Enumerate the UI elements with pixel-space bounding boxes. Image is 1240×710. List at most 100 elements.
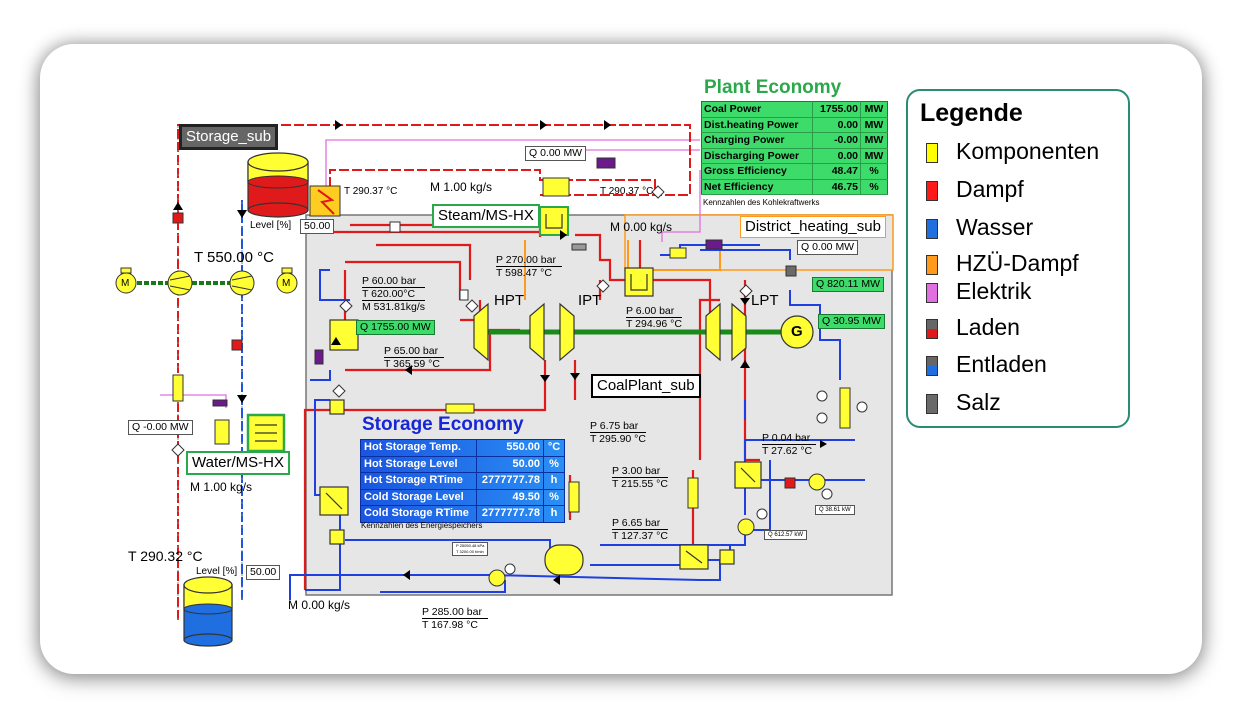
electric-heater xyxy=(309,185,341,217)
ipt-label: IPT xyxy=(578,292,602,309)
cold-temp-label: T 290.32 °C xyxy=(128,548,203,564)
generator-label: G xyxy=(791,323,803,340)
boiler-pressure: P 60.00 bar xyxy=(362,275,426,288)
boiler-state: P 60.00 bar T 620.00°C M 531.81kg/s xyxy=(362,275,426,313)
lpt-label: LPT xyxy=(751,292,779,309)
pre2-temp: T 127.37 °C xyxy=(612,530,668,542)
row-unit: % xyxy=(860,179,888,195)
legend-label: Wasser xyxy=(956,214,1034,240)
legend-title: Legende xyxy=(920,99,1023,127)
hot-temp-label: T 550.00 °C xyxy=(194,249,274,266)
row-value: 550.00 xyxy=(475,439,545,457)
row-unit: MW xyxy=(860,101,888,118)
ipt-temp: T 294.96 °C xyxy=(626,318,682,330)
water-ms-hx-label[interactable]: Water/MS-HX xyxy=(186,451,290,475)
legend-swatch xyxy=(926,319,938,339)
boiler-mass: M 531.81kg/s xyxy=(362,301,426,313)
row-unit: % xyxy=(543,488,565,506)
row-value: 1755.00 xyxy=(812,101,861,118)
hp-temp: T 598.47 °C xyxy=(496,267,552,279)
heat-exchangers xyxy=(246,206,762,576)
row-label: Charging Power xyxy=(701,132,813,149)
row-label: Discharging Power xyxy=(701,148,813,164)
row-unit: MW xyxy=(860,117,888,133)
row-label: Hot Storage Temp. xyxy=(360,439,477,457)
q-district-value: Q 0.00 MW xyxy=(797,240,859,255)
row-value: 48.47 xyxy=(812,163,861,180)
row-unit: % xyxy=(860,163,888,180)
row-label: Cold Storage RTime xyxy=(360,505,477,523)
rh-pressure: P 65.00 bar xyxy=(384,345,445,358)
row-value: -0.00 xyxy=(812,132,861,149)
legend: Legende Komponenten Dampf Wasser HZÜ-Dam… xyxy=(906,89,1130,428)
legend-label: Entladen xyxy=(956,351,1047,377)
feed-pumps xyxy=(488,390,868,587)
legend-swatch xyxy=(926,283,938,303)
lpt-pressure: P 0.04 bar xyxy=(762,432,817,445)
ipt-state: P 6.00 bar T 294.96 °C xyxy=(626,305,682,330)
row-value: 50.00 xyxy=(475,455,545,473)
heater-temp-label: T 290.37 °C xyxy=(344,186,398,197)
pre2-state: P 6.65 bar T 127.37 °C xyxy=(612,517,668,542)
t-right-label: T 290.37 °C xyxy=(600,186,654,197)
cold-storage-tank xyxy=(183,576,233,647)
row-label: Net Efficiency xyxy=(701,179,813,195)
feed-state: P 285.00 bar T 167.98 °C xyxy=(422,606,488,631)
storage-sub-label[interactable]: Storage_sub xyxy=(179,124,279,150)
row-unit: MW xyxy=(860,132,888,149)
q-generator-value: Q 30.95 MW xyxy=(818,314,885,329)
generator xyxy=(780,315,814,349)
row-label: Hot Storage Level xyxy=(360,455,477,473)
q-boiler-value: Q 1755.00 MW xyxy=(356,320,435,335)
pre1-pressure: P 3.00 bar xyxy=(612,465,668,478)
coalplant-sub-label[interactable]: CoalPlant_sub xyxy=(591,374,701,398)
feed-pressure: P 285.00 bar xyxy=(422,606,488,619)
row-value: 49.50 xyxy=(475,488,545,506)
legend-label: Komponenten xyxy=(956,138,1100,164)
hzu-steam-lines xyxy=(524,240,721,300)
pre2-pressure: P 6.65 bar xyxy=(612,517,668,530)
ipt-pressure: P 6.00 bar xyxy=(626,305,682,318)
hot-level-value: 50.00 xyxy=(300,219,335,234)
legend-label: Elektrik xyxy=(956,278,1032,304)
rh-state: P 65.00 bar T 365.59 °C xyxy=(384,345,445,370)
flow-arrows xyxy=(173,120,827,585)
legend-label: Dampf xyxy=(956,176,1024,202)
cold-level-label: Level [%] xyxy=(196,566,238,577)
motor-2-label: M xyxy=(282,278,291,289)
legend-label: HZÜ-Dampf xyxy=(956,250,1079,276)
cold-level-value: 50.00 xyxy=(246,565,281,580)
flow-bottom-label: M 0.00 kg/s xyxy=(288,598,351,612)
legend-swatch xyxy=(926,394,938,414)
hot-storage-tank xyxy=(247,152,309,218)
motor-1-label: M xyxy=(121,278,130,289)
steam-ms-hx-label[interactable]: Steam/MS-HX xyxy=(432,204,540,228)
row-unit: MW xyxy=(860,148,888,164)
pump2-q-value: Q 612.57 kW xyxy=(764,530,808,540)
small-components xyxy=(172,157,851,513)
legend-swatch xyxy=(926,219,938,239)
legend-label: Laden xyxy=(956,314,1020,340)
hp-state: P 270.00 bar T 598.47 °C xyxy=(496,254,562,279)
q-top-value: Q 0.00 MW xyxy=(525,146,587,161)
legend-swatch xyxy=(926,143,938,163)
row-label: Hot Storage RTime xyxy=(360,472,477,490)
district-heating-sub-label[interactable]: District_heating_sub xyxy=(740,216,886,238)
lpt-temp: T 27.62 °C xyxy=(762,445,813,457)
row-unit: % xyxy=(543,455,565,473)
mini-state-box: P 25050.48 kPa T 3200.00 t/min xyxy=(452,542,489,556)
row-value: 46.75 xyxy=(812,179,861,195)
row-unit: h xyxy=(543,505,565,523)
row-label: Dist.heating Power xyxy=(701,117,813,133)
flow-water-hx-label: M 1.00 kg/s xyxy=(190,480,253,494)
row-unit: h xyxy=(543,472,565,490)
row-label: Cold Storage Level xyxy=(360,488,477,506)
